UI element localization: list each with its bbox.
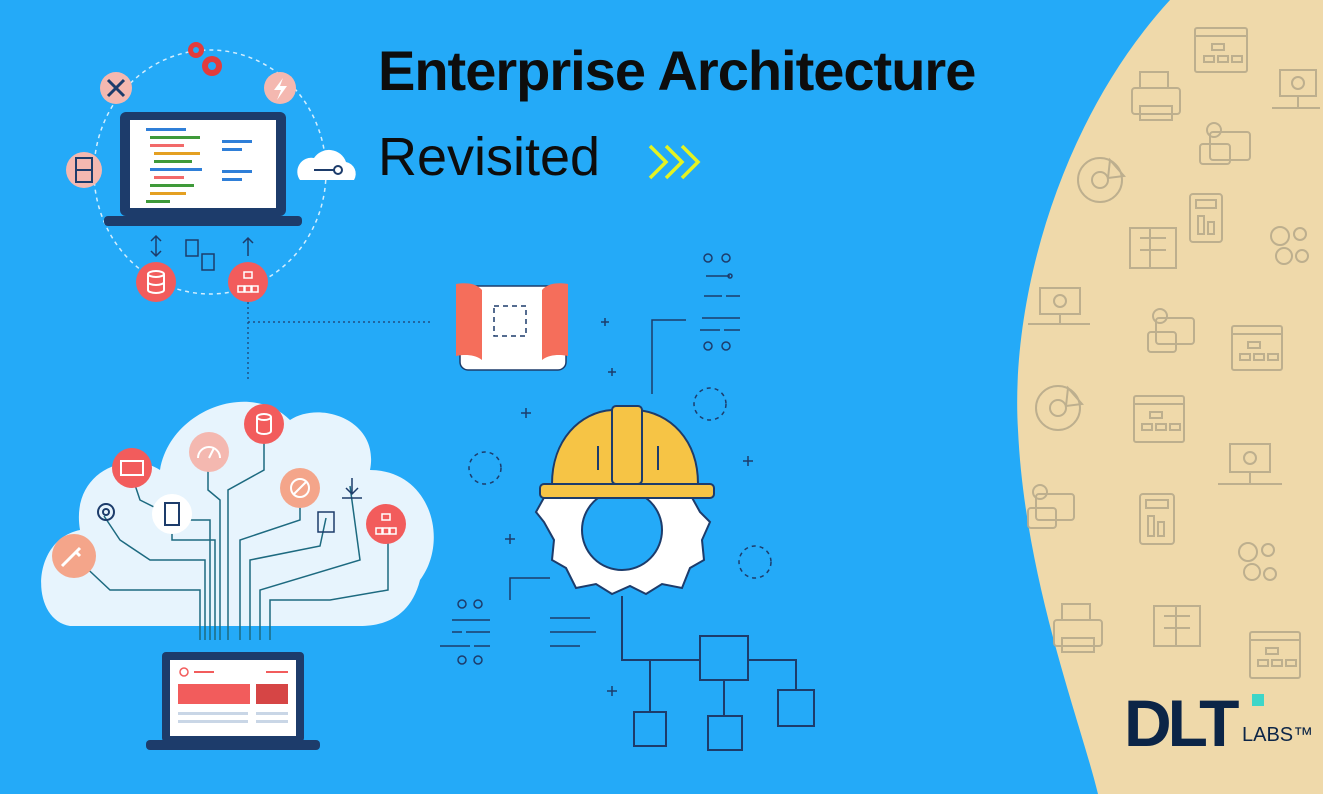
dotted-connector [247,302,430,323]
pattern-calculator-icon-2 [1139,493,1175,545]
blueprint-icon [456,283,568,371]
laptop-dashboard-icon [146,652,320,750]
pattern-printer-icon [1131,71,1181,121]
pattern-pie-chart-icon [1077,157,1126,203]
sync-arrows-icon [150,234,254,271]
tools-icon [100,72,132,104]
database-small-icon [244,404,284,444]
pattern-chat-dollar-icon [1199,122,1251,165]
laptop-code-icon [104,112,302,226]
pattern-chat-dollar-icon-2 [1147,308,1195,353]
cloud-network-icon [41,401,434,640]
gear-small-icon [97,503,115,521]
pattern-pie-chart-icon-2 [1035,385,1084,431]
pattern-org-window-icon-2 [1231,325,1283,371]
flowchart-icon [621,596,815,751]
gears-icon [188,42,222,76]
key-icon [52,534,96,578]
pattern-gear-network-icon-3 [1218,443,1282,485]
pattern-gears-icon-2 [1238,542,1277,581]
pattern-printer-icon-2 [1053,603,1103,653]
laptop-hub-group [66,42,356,302]
filing-cabinet-icon [66,152,102,188]
filing-cabinet-small-icon [152,494,192,534]
pattern-gear-network-icon [1272,69,1320,109]
pattern-org-window-icon-3 [1133,395,1185,443]
download-icon [342,478,362,499]
pattern-gear-network-icon-2 [1028,287,1090,325]
page-subtitle: Revisited [378,127,601,187]
cloud-key-icon [297,149,356,180]
no-icon [280,468,320,508]
pattern-gears-icon [1270,226,1309,265]
hard-hat-gear-icon [534,405,715,596]
pattern-circuit-icon [1129,227,1177,269]
database-icon [136,262,176,302]
pattern-org-window-icon [1194,27,1248,73]
gauge-icon [189,432,229,472]
triple-chevron-icon [648,144,701,180]
logo-main-text: DLT [1124,686,1239,760]
org-chart-small-icon [366,504,406,544]
page-title: Enterprise Architecture [378,39,976,102]
logo-sub-text: LABS™ [1242,724,1314,746]
pattern-org-window-icon-4 [1249,631,1301,679]
dlt-labs-logo: DLT LABS™ [1124,690,1316,756]
lightning-icon [264,72,296,104]
pattern-circuit-icon-2 [1153,605,1201,647]
credit-card-icon [112,448,152,488]
doc-icon [317,511,335,533]
pattern-chat-dollar-icon-3 [1027,484,1075,529]
logo-square-icon [1252,694,1264,706]
pattern-calculator-icon [1189,193,1223,243]
decorative-marks [440,253,772,696]
org-chart-icon [228,262,268,302]
